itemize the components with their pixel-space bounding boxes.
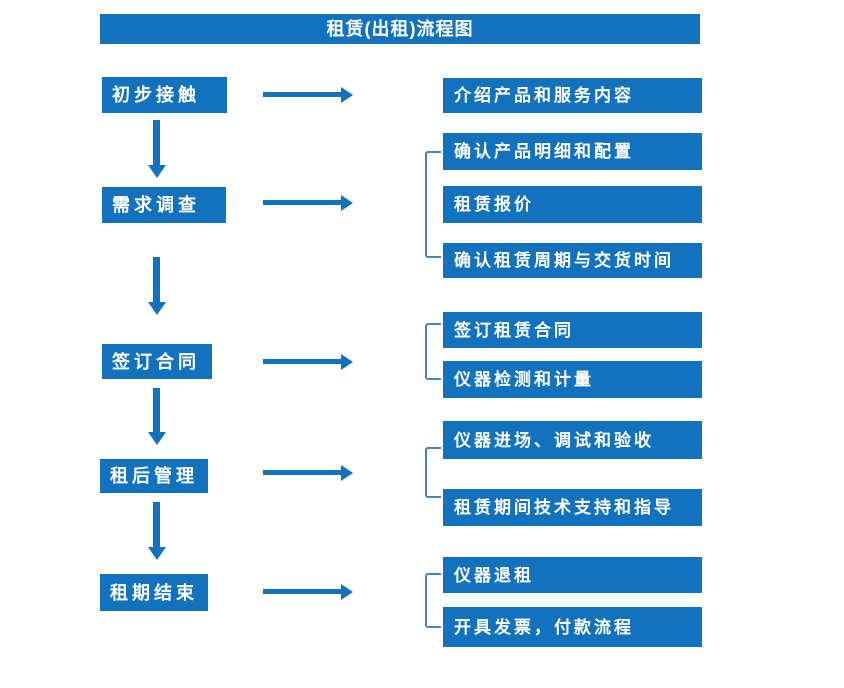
arrow-right-icon [263, 354, 353, 370]
output-box: 仪器进场、调试和验收 [443, 421, 702, 459]
arrow-shaft [153, 257, 160, 302]
step-box-2: 需求调查 [102, 187, 226, 223]
arrow-down-icon [148, 257, 166, 315]
arrow-shaft [263, 359, 342, 364]
step-box-3: 签订合同 [102, 344, 212, 379]
output-box: 确认产品明细和配置 [443, 133, 702, 170]
arrow-head [341, 354, 353, 370]
arrow-right-icon [263, 195, 353, 211]
output-box: 租赁报价 [443, 186, 702, 223]
arrow-head [341, 465, 353, 481]
bracket-connector [425, 323, 441, 380]
arrow-down-icon [148, 502, 166, 560]
arrow-head [148, 547, 166, 560]
step-box-5: 租期结束 [100, 574, 208, 611]
arrow-shaft [263, 589, 342, 594]
arrow-head [148, 165, 166, 178]
output-box: 确认租赁周期与交货时间 [443, 243, 702, 278]
arrow-shaft [263, 470, 342, 475]
bracket-connector [425, 151, 441, 258]
arrow-right-icon [263, 584, 353, 600]
arrow-head [341, 195, 353, 211]
output-box: 介绍产品和服务内容 [443, 78, 702, 113]
arrow-right-icon [263, 87, 353, 103]
arrow-head [341, 584, 353, 600]
arrow-down-icon [148, 388, 166, 445]
bracket-connector [425, 573, 441, 628]
output-box: 仪器检测和计量 [443, 361, 702, 398]
step-box-1: 初步接触 [102, 77, 227, 113]
arrow-head [341, 87, 353, 103]
arrow-shaft [263, 200, 342, 205]
arrow-shaft [263, 92, 342, 97]
output-box: 开具发票，付款流程 [443, 607, 702, 647]
step-box-4: 租后管理 [100, 459, 208, 493]
arrow-shaft [153, 502, 160, 547]
arrow-head [148, 302, 166, 315]
arrow-down-icon [148, 120, 166, 178]
arrow-right-icon [263, 465, 353, 481]
output-box: 租赁期间技术支持和指导 [443, 489, 702, 526]
bracket-connector [425, 447, 441, 498]
arrow-shaft [153, 120, 160, 165]
arrow-shaft [153, 388, 160, 432]
output-box: 签订租赁合同 [443, 312, 702, 348]
output-box: 仪器退租 [443, 557, 702, 593]
flowchart-title: 租赁(出租)流程图 [100, 14, 700, 44]
arrow-head [148, 432, 166, 445]
